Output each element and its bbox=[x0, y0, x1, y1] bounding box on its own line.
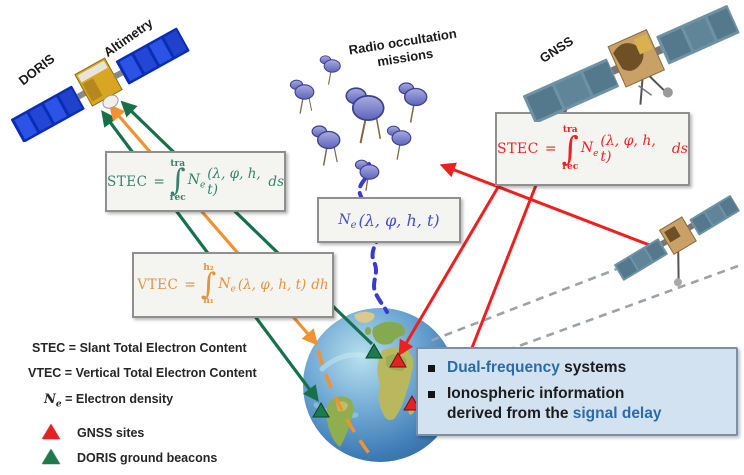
info-box: Dual-frequency systems Ionospheric infor… bbox=[416, 347, 738, 436]
bullet-icon bbox=[428, 365, 435, 372]
formula-eq: = bbox=[153, 173, 165, 190]
electron-density-symbol: Ne bbox=[187, 172, 206, 191]
ro-satellite-icon bbox=[398, 82, 428, 123]
land-uk bbox=[365, 327, 371, 335]
electron-density-symbol: Ne bbox=[580, 139, 599, 159]
ro-satellite-icon bbox=[354, 159, 380, 191]
info-bullet-1: Dual-frequency systems bbox=[424, 358, 728, 378]
radio-occultation-label: Radio occultation missions bbox=[347, 25, 458, 70]
ne-formula-box: Ne (λ, φ, h, t) bbox=[317, 197, 461, 243]
legend-doris-beacons: DORIS ground beacons bbox=[77, 451, 218, 465]
ro-satellite-icon bbox=[311, 125, 341, 166]
formula-eq: = bbox=[184, 277, 196, 293]
integral: h₂ ∫ h₁ bbox=[200, 262, 217, 307]
ro-satellite-icon bbox=[345, 87, 385, 144]
electron-density-symbol: Ne bbox=[338, 211, 357, 232]
stec-formula-box-doris: STEC = tra ∫ rec Ne (λ, φ, h, t) ds bbox=[105, 151, 286, 212]
legend-gnss-sites: GNSS sites bbox=[77, 426, 145, 440]
doris-altimetry-satellite bbox=[10, 27, 190, 142]
integral: tra ∫ rec bbox=[561, 125, 579, 172]
formula-lhs: STEC bbox=[107, 173, 148, 190]
gnss-satellite bbox=[522, 4, 740, 122]
legend-stec-definition: STEC = Slant Total Electron Content bbox=[32, 341, 247, 355]
land-europe bbox=[372, 321, 406, 345]
formula-lhs: STEC bbox=[497, 141, 539, 157]
ro-satellite-icon bbox=[289, 79, 315, 114]
legend-ne-definition: Ne = Electron density bbox=[44, 392, 174, 410]
gnss-site-legend-marker bbox=[42, 424, 60, 439]
vtec-formula-box: VTEC = h₂ ∫ h₁ Ne (λ, φ, h, t) dh bbox=[132, 252, 334, 318]
integral: tra ∫ rec bbox=[169, 159, 186, 203]
formula-lhs: VTEC bbox=[137, 277, 179, 293]
formula-eq: = bbox=[544, 141, 557, 157]
info-bullet-2: Ionospheric information derived from the… bbox=[424, 384, 728, 424]
bullet-icon bbox=[428, 390, 435, 398]
doris-beacon-legend-marker bbox=[42, 449, 60, 464]
legend-vtec-definition: VTEC = Vertical Total Electron Content bbox=[28, 366, 257, 380]
leo-satellite bbox=[614, 195, 740, 287]
stec-formula-box-gnss: STEC = tra ∫ rec Ne (λ, φ, h, t) ds bbox=[495, 112, 690, 186]
ro-satellite-icon bbox=[386, 125, 412, 160]
electron-density-symbol: Ne bbox=[218, 275, 236, 295]
